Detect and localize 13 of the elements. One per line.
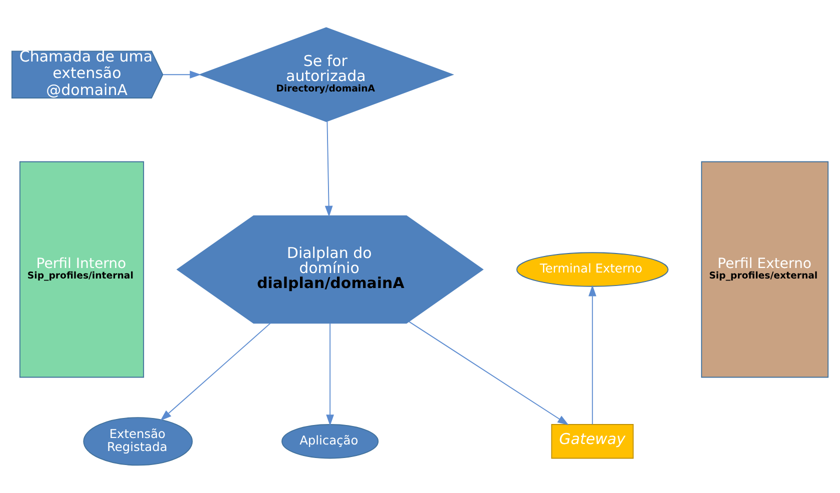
node-box: Perfil Externo Sip_profiles/external (701, 161, 829, 378)
node-box: Gateway (551, 424, 634, 459)
arrow (324, 120, 333, 218)
node-ellipse: Terminal Externo (516, 252, 668, 287)
arrow (162, 70, 202, 79)
arrow (326, 322, 334, 426)
node-diamond: Se for autorizada Directory/domainA (198, 27, 454, 122)
node-ellipse: Extensão Registada (83, 417, 193, 466)
node-box: Perfil Interno Sip_profiles/internal (19, 161, 144, 378)
node-ellipse: Aplicação (281, 424, 379, 459)
arrow (588, 285, 596, 425)
arrow (160, 322, 272, 421)
arrow (408, 321, 569, 426)
